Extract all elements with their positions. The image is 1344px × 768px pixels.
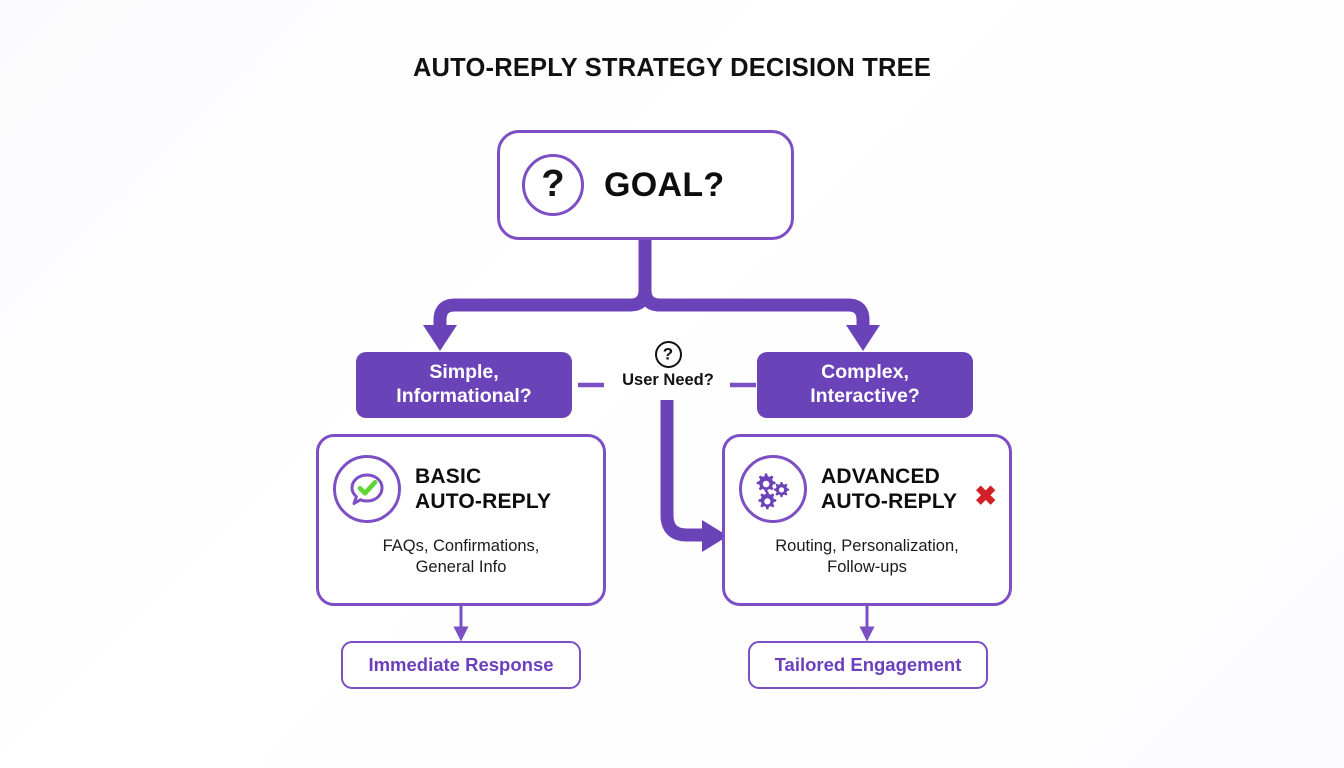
gears-icon	[739, 455, 807, 523]
user-need-decision: ? User Need?	[600, 341, 736, 390]
goal-node[interactable]: ? GOAL?	[497, 130, 794, 240]
question-mark-glyph: ?	[662, 344, 674, 364]
branch-node-complex[interactable]: Complex, Interactive?	[757, 352, 973, 418]
question-mark-circle-icon: ?	[522, 154, 584, 216]
card-advanced-heading: ADVANCED AUTO-REPLY	[821, 464, 957, 514]
speech-bubble-check-icon	[333, 455, 401, 523]
card-advanced-sub-line2: Follow-ups	[827, 557, 907, 576]
card-basic-heading-line1: BASIC	[415, 464, 482, 488]
branch-right-line1: Complex,	[821, 361, 909, 384]
branch-left-line2: Informational?	[396, 385, 532, 407]
card-advanced-auto-reply[interactable]: ADVANCED AUTO-REPLY ✖ Routing, Personali…	[722, 434, 1012, 606]
outcome-tailored-engagement[interactable]: Tailored Engagement	[748, 641, 988, 689]
user-need-to-advanced-connector	[660, 400, 728, 552]
card-advanced-heading-line2: AUTO-REPLY	[821, 490, 958, 513]
card-advanced-subtext: Routing, Personalization, Follow-ups	[725, 536, 1009, 577]
branch-node-simple[interactable]: Simple, Informational?	[356, 352, 572, 418]
card-advanced-heading-line1: ADVANCED	[821, 464, 941, 488]
card-basic-heading: BASIC AUTO-REPLY	[415, 464, 551, 514]
user-need-label: User Need?	[622, 371, 714, 389]
branch-right-line2: Interactive?	[810, 385, 920, 407]
card-basic-sub-line1: FAQs, Confirmations,	[382, 537, 540, 555]
card-basic-subtext: FAQs, Confirmations, General Info	[319, 536, 603, 577]
card-basic-sub-line2: General Info	[415, 557, 507, 576]
card-advanced-header: ADVANCED AUTO-REPLY ✖	[725, 437, 1009, 523]
red-x-marker: ✖	[974, 481, 997, 511]
card-advanced-sub-line1: Routing, Personalization,	[775, 537, 959, 555]
question-mark-glyph: ?	[541, 163, 565, 205]
card-basic-auto-reply[interactable]: BASIC AUTO-REPLY FAQs, Confirmations, Ge…	[316, 434, 606, 606]
outcome-immediate-response[interactable]: Immediate Response	[341, 641, 581, 689]
card-basic-header: BASIC AUTO-REPLY	[319, 437, 603, 523]
goal-split-connector	[423, 240, 880, 351]
question-mark-circle-icon: ?	[654, 341, 682, 368]
branch-left-line1: Simple,	[429, 361, 499, 384]
goal-label: GOAL?	[604, 165, 725, 204]
card-basic-heading-line2: AUTO-REPLY	[415, 490, 552, 513]
page-title: AUTO-REPLY STRATEGY DECISION TREE	[412, 54, 932, 82]
